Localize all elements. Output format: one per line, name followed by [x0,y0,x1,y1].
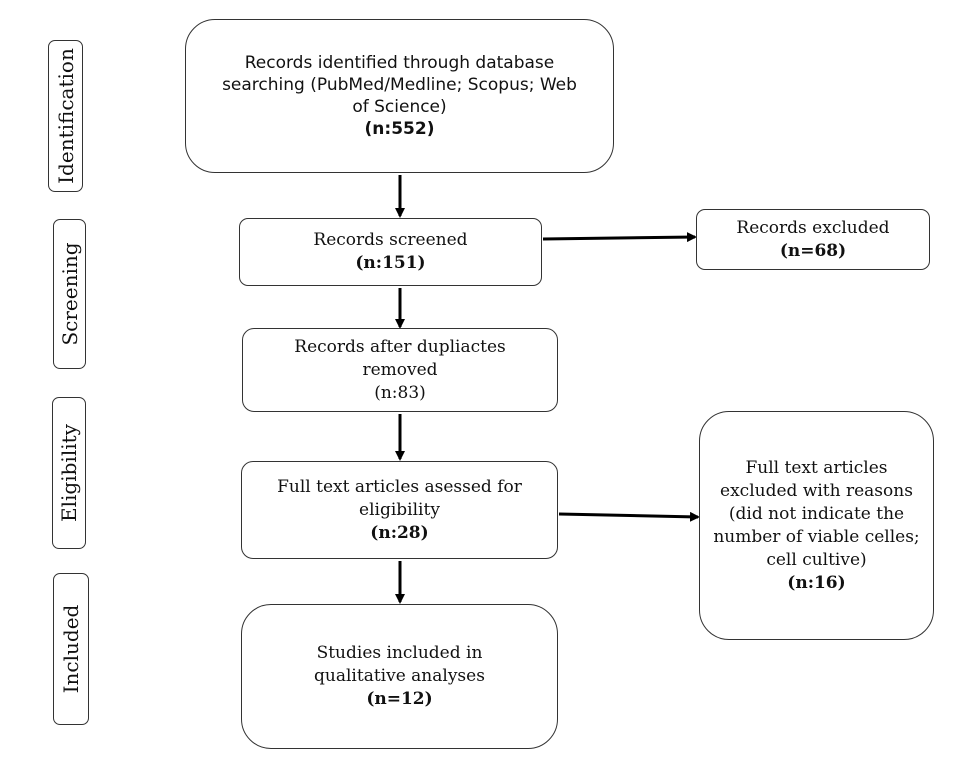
box-records-identified-count: (n:552) [364,119,435,139]
box-full-text-excluded-count: (n:16) [787,572,846,593]
box-included-studies-text: Studies included in qualitative analyses [314,643,485,686]
phase-eligibility: Eligibility [52,397,86,549]
arrow-fulltext-to-excluded [558,511,700,522]
box-duplicates-removed-count: (n:83) [374,382,426,403]
box-records-screened-text: Records screened [313,230,468,250]
box-duplicates-removed-text: Records after dupliactes removed [294,336,506,380]
box-records-excluded-text: Records excluded [736,217,890,238]
box-records-identified-text: Records identified through database sear… [222,53,577,117]
box-full-text-assessed-text: Full text articles asessed for eligibili… [277,476,522,520]
box-records-screened-count: (n:151) [355,253,426,273]
box-full-text-assessed: Full text articles asessed for eligibili… [241,461,558,559]
box-full-text-assessed-count: (n:28) [370,522,429,543]
box-duplicates-removed: Records after dupliactes removed (n:83) [242,328,558,412]
box-included-studies: Studies included in qualitative analyses… [241,604,558,749]
phase-identification: Identification [48,40,83,192]
box-records-excluded-count: (n=68) [779,240,847,261]
box-full-text-excluded: Full text articles excluded with reasons… [699,411,934,640]
box-records-excluded: Records excluded (n=68) [696,209,930,270]
box-records-identified: Records identified through database sear… [185,19,614,173]
box-records-screened: Records screened (n:151) [239,218,542,286]
box-full-text-excluded-text: Full text articles excluded with reasons… [713,457,920,570]
phase-screening: Screening [53,219,86,369]
box-included-studies-count: (n=12) [366,689,433,709]
phase-included: Included [53,573,89,725]
arrow-screened-to-excluded [542,232,697,243]
